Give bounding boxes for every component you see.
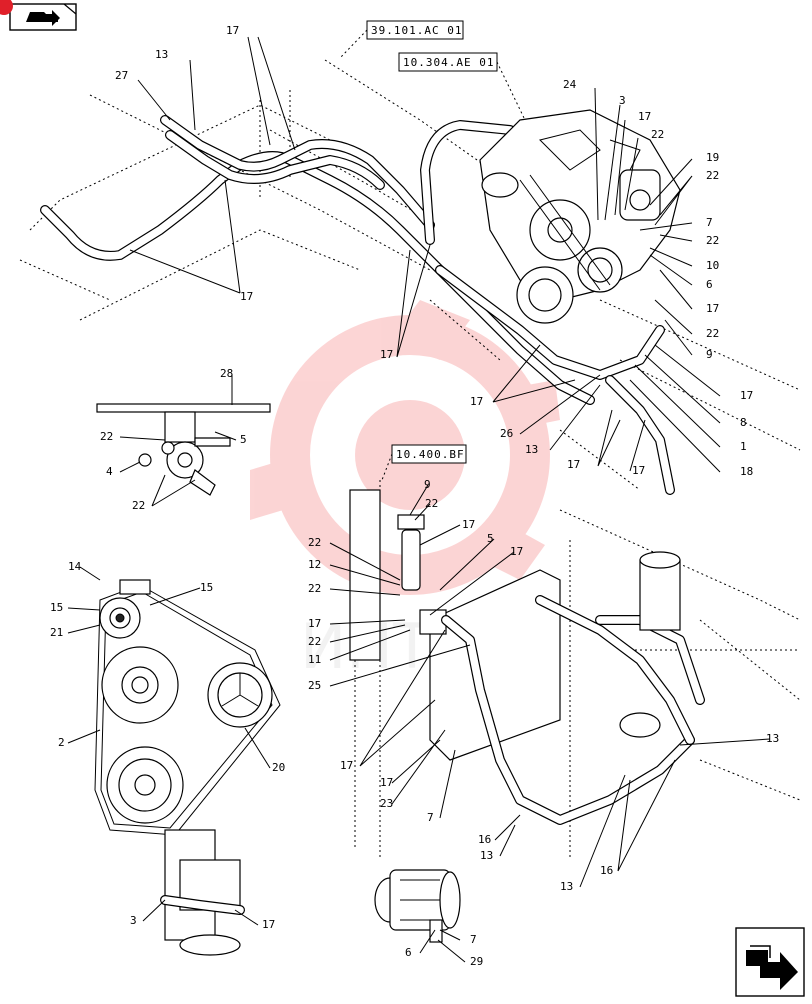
callout-15: 15 — [200, 581, 213, 594]
callout-17: 17 — [638, 110, 651, 123]
callout-6: 6 — [706, 278, 713, 291]
callout-22: 22 — [308, 582, 321, 595]
callout-3: 3 — [130, 914, 137, 927]
callout-24: 24 — [563, 78, 577, 91]
next-page-arrow-icon[interactable] — [735, 927, 805, 997]
callout-17: 17 — [740, 389, 753, 402]
callout-18: 18 — [740, 465, 753, 478]
callout-17: 17 — [462, 518, 475, 531]
receiver-drier-condenser — [349, 489, 705, 825]
callout-4: 4 — [106, 465, 113, 478]
callout-3: 3 — [619, 94, 626, 107]
callout-7: 7 — [427, 811, 434, 824]
callout-13: 13 — [155, 48, 168, 61]
callout-28: 28 — [220, 367, 233, 380]
callout-22: 22 — [706, 169, 719, 182]
callout-12: 12 — [308, 558, 321, 571]
callout-22: 22 — [651, 128, 664, 141]
callout-22: 22 — [425, 497, 438, 510]
callout-17: 17 — [470, 395, 483, 408]
callout-13: 13 — [480, 849, 493, 862]
callout-19: 19 — [706, 151, 719, 164]
callout-15: 15 — [50, 601, 63, 614]
callout-10: 10 — [706, 259, 719, 272]
callout-16: 16 — [478, 833, 491, 846]
callout-25: 25 — [308, 679, 321, 692]
ref-box-39-101[interactable]: 39.101.AC 01 — [339, 20, 464, 59]
ref-box-10-400[interactable]: 10.400.BF — [381, 444, 467, 481]
callout-7: 7 — [470, 933, 477, 946]
bracket-detail-28 — [96, 403, 271, 496]
callout-22: 22 — [706, 234, 719, 247]
callout-17: 17 — [706, 302, 719, 315]
callout-26: 26 — [500, 427, 513, 440]
callout-1: 1 — [740, 440, 747, 453]
callout-13: 13 — [525, 443, 538, 456]
ref-box-10-304[interactable]: 10.304.AE 01 — [398, 52, 526, 121]
callout-17: 17 — [380, 348, 393, 361]
callout-9: 9 — [424, 478, 431, 491]
callout-7: 7 — [706, 216, 713, 229]
callout-17: 17 — [340, 759, 353, 772]
callout-17: 17 — [632, 464, 645, 477]
callout-16: 16 — [600, 864, 613, 877]
callout-11: 11 — [308, 653, 321, 666]
callout-17: 17 — [240, 290, 253, 303]
callout-17: 17 — [226, 24, 239, 37]
callout-6: 6 — [405, 946, 412, 959]
callout-20: 20 — [272, 761, 285, 774]
callout-22: 22 — [706, 327, 719, 340]
callout-22: 22 — [100, 430, 113, 443]
callout-5: 5 — [240, 433, 247, 446]
callout-13: 13 — [560, 880, 573, 893]
engine-compressor-assembly — [479, 109, 681, 324]
leader-lines — [67, 36, 771, 963]
hose-runs-left — [40, 115, 675, 495]
callout-27: 27 — [115, 69, 128, 82]
callout-14: 14 — [68, 560, 82, 573]
callout-23: 23 — [380, 797, 393, 810]
callout-13: 13 — [766, 732, 779, 745]
svg-text:39.101.AC 01: 39.101.AC 01 — [371, 24, 462, 37]
svg-text:10.304.AE 01: 10.304.AE 01 — [403, 56, 494, 69]
belt-drive-detail — [94, 579, 281, 836]
callout-17: 17 — [308, 617, 321, 630]
compressor-detail-3 — [160, 829, 245, 956]
callout-22: 22 — [308, 536, 321, 549]
callout-29: 29 — [470, 955, 483, 968]
callout-22: 22 — [132, 499, 145, 512]
callout-2: 2 — [58, 736, 65, 749]
callout-17: 17 — [380, 776, 393, 789]
compressor-detail-6 — [374, 869, 461, 943]
callout-17: 17 — [510, 545, 523, 558]
callout-5: 5 — [487, 532, 494, 545]
callout-8: 8 — [740, 416, 747, 429]
book-arrow-icon[interactable] — [0, 0, 77, 31]
callout-17: 17 — [567, 458, 580, 471]
callout-17: 17 — [262, 918, 275, 931]
svg-text:10.400.BF: 10.400.BF — [396, 448, 465, 461]
callout-9: 9 — [706, 348, 713, 361]
callout-22: 22 — [308, 635, 321, 648]
callout-21: 21 — [50, 626, 63, 639]
callout-labels: 17 13 27 17 17 24 3 17 22 19 22 7 22 10 … — [50, 24, 779, 968]
